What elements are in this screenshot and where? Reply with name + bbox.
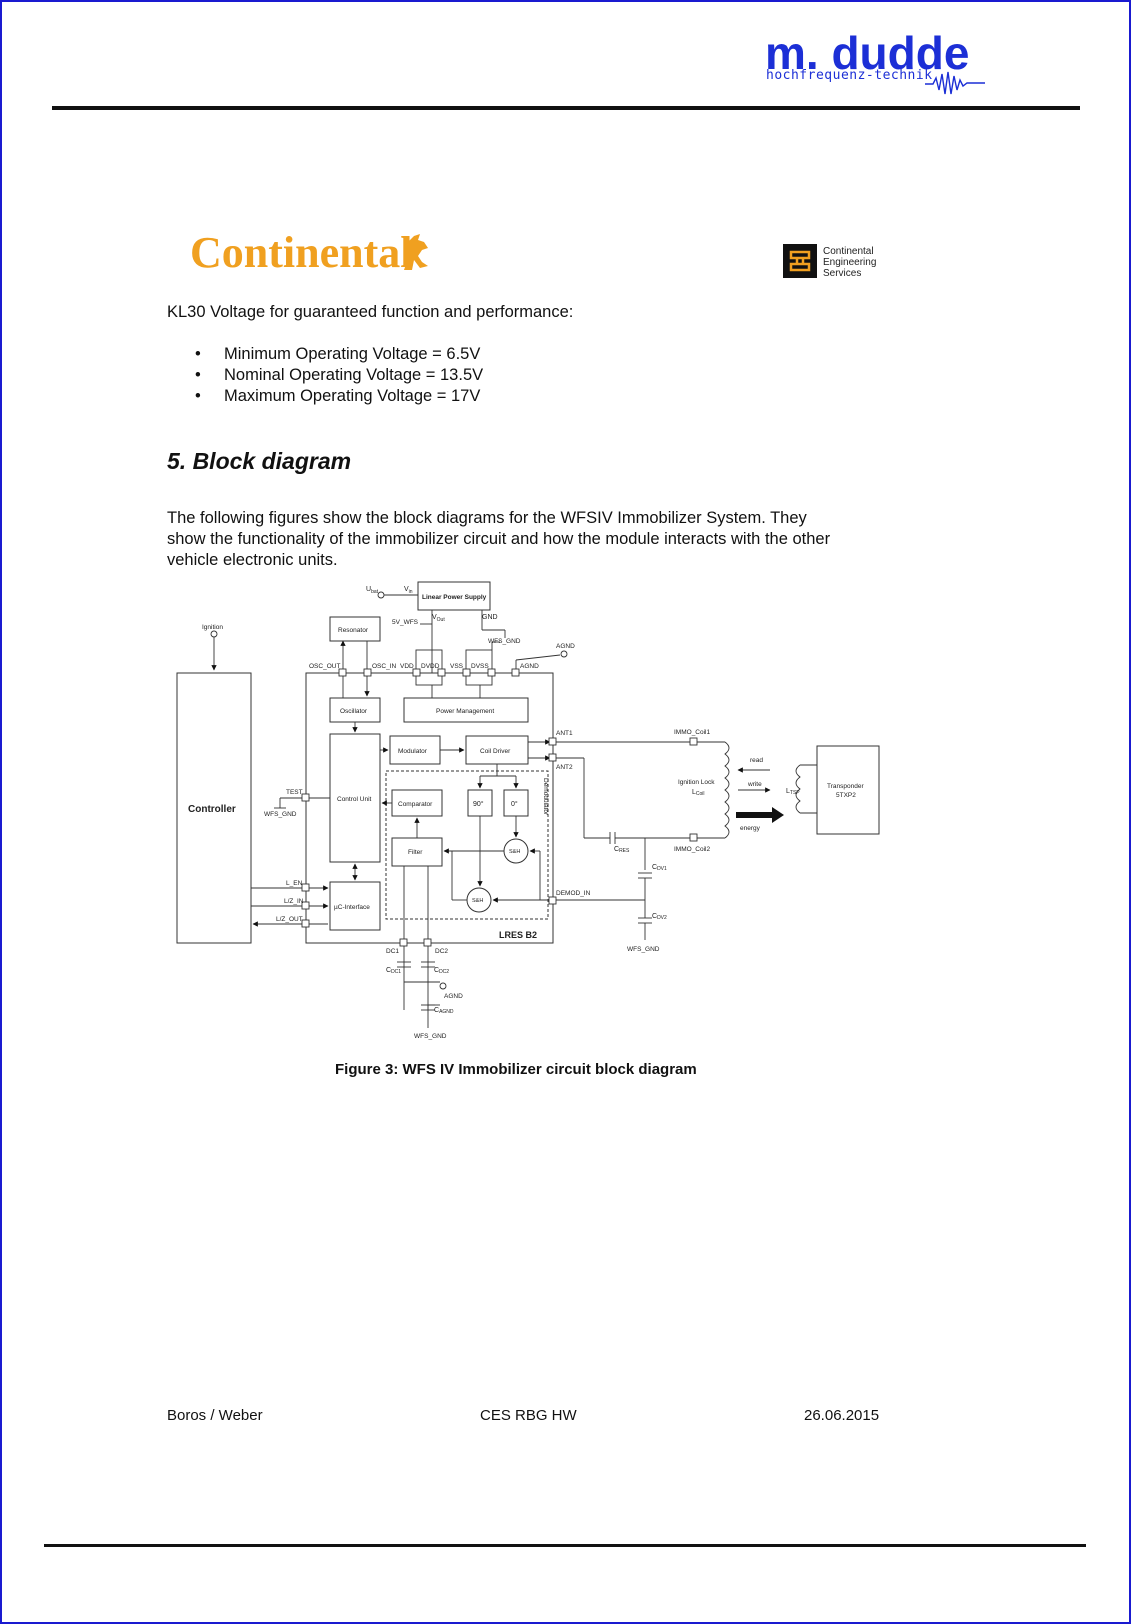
svg-text:CAGND: CAGND xyxy=(434,1007,454,1015)
ces-line-3: Services xyxy=(823,268,862,279)
svg-text:Oscillator: Oscillator xyxy=(340,708,368,715)
svg-text:90°: 90° xyxy=(473,800,484,808)
section-heading: 5. Block diagram xyxy=(167,448,352,474)
svg-text:DVDD: DVDD xyxy=(421,663,440,670)
svg-text:ANT2: ANT2 xyxy=(556,764,573,771)
svg-text:read: read xyxy=(750,757,763,764)
svg-text:CDC1: CDC1 xyxy=(386,967,401,975)
svg-text:energy: energy xyxy=(740,825,761,832)
section-paragraph: The following figures show the block dia… xyxy=(167,508,830,571)
svg-text:ANT1: ANT1 xyxy=(556,730,573,737)
svg-text:Demodulator: Demodulator xyxy=(542,778,549,816)
svg-text:LCoil: LCoil xyxy=(692,789,705,797)
demodulator-boundary xyxy=(385,770,549,920)
footer-date: 26.06.2015 xyxy=(804,1407,880,1424)
m-dudde-name: m. dudde xyxy=(765,27,970,79)
paragraph-line: The following figures show the block dia… xyxy=(167,509,807,527)
svg-text:Modulator: Modulator xyxy=(398,748,428,755)
linear-power-supply-box xyxy=(417,581,491,611)
paragraph-line: show the functionality of the immobilize… xyxy=(167,530,831,548)
svg-text:OSC_IN: OSC_IN xyxy=(372,663,397,670)
svg-text:Control Unit: Control Unit xyxy=(337,796,372,803)
m-dudde-logo: m. dudde hochfrequenz-technik xyxy=(765,28,995,100)
svg-text:DC1: DC1 xyxy=(386,948,399,955)
ces-logo: Continental Engineering Services xyxy=(783,244,893,280)
svg-text:AGND: AGND xyxy=(556,643,575,650)
ces-line-1: Continental xyxy=(823,246,874,257)
svg-text:Comparator: Comparator xyxy=(398,801,433,808)
svg-text:WFS_GND: WFS_GND xyxy=(627,946,660,953)
svg-text:TEST: TEST xyxy=(286,789,303,796)
svg-text:Ignition Lock: Ignition Lock xyxy=(678,779,715,786)
continental-logo: Continental xyxy=(190,226,440,286)
transponder-box xyxy=(816,745,880,835)
svg-text:5TXP2: 5TXP2 xyxy=(836,792,856,799)
uc-interface-box xyxy=(329,881,381,931)
list-item: •Nominal Operating Voltage = 13.5V xyxy=(195,366,484,384)
svg-text:L_EN: L_EN xyxy=(286,880,303,887)
svg-text:AGND: AGND xyxy=(444,993,463,1000)
svg-text:S&H: S&H xyxy=(472,898,483,904)
lps-label: Linear Power Supply xyxy=(422,594,487,601)
svg-text:VOut: VOut xyxy=(432,614,445,623)
svg-text:CDV2: CDV2 xyxy=(652,913,667,921)
footer-authors: Boros / Weber xyxy=(167,1407,263,1424)
energy-arrow xyxy=(736,807,784,823)
horse-icon xyxy=(404,234,428,270)
svg-text:DEMOD_IN: DEMOD_IN xyxy=(556,890,591,897)
svg-text:WFS_GND: WFS_GND xyxy=(414,1033,447,1040)
svg-text:IMMO_Coil2: IMMO_Coil2 xyxy=(674,846,711,853)
footer-department: CES RBG HW xyxy=(480,1407,577,1424)
svg-text:LTSP: LTSP xyxy=(786,788,800,796)
m-dudde-subtitle: hochfrequenz-technik xyxy=(766,68,933,83)
svg-text:DVSS: DVSS xyxy=(471,663,489,670)
ces-mark-icon xyxy=(783,244,817,278)
svg-text:0°: 0° xyxy=(511,800,518,808)
svg-text:OSC_OUT: OSC_OUT xyxy=(309,663,340,670)
controller-label: Controller xyxy=(188,804,236,815)
intro-text: KL30 Voltage for guaranteed function and… xyxy=(167,303,574,321)
continental-wordmark: Continental xyxy=(190,228,413,277)
svg-text:CRES: CRES xyxy=(614,846,630,854)
svg-text:IMMO_Coil1: IMMO_Coil1 xyxy=(674,729,711,736)
paragraph-line: vehicle electronic units. xyxy=(167,551,338,569)
svg-text:Ignition: Ignition xyxy=(202,624,223,631)
svg-text:Resonator: Resonator xyxy=(338,627,369,634)
list-item: •Maximum Operating Voltage = 17V xyxy=(195,387,481,405)
svg-text:AGND: AGND xyxy=(520,663,539,670)
ces-line-2: Engineering xyxy=(823,257,877,268)
svg-text:GND: GND xyxy=(482,614,498,621)
svg-text:CDV1: CDV1 xyxy=(652,864,667,872)
list-item: •Minimum Operating Voltage = 6.5V xyxy=(195,345,481,363)
svg-text:WFS_GND: WFS_GND xyxy=(264,811,297,818)
svg-text:Power Management: Power Management xyxy=(436,708,494,715)
svg-text:Coil Driver: Coil Driver xyxy=(480,748,511,755)
svg-text:5V_WFS: 5V_WFS xyxy=(392,619,419,626)
svg-text:write: write xyxy=(747,781,762,788)
header-rule xyxy=(52,106,1080,110)
svg-text:WFS_GND: WFS_GND xyxy=(488,638,521,645)
svg-text:L/Z_OUT: L/Z_OUT xyxy=(276,916,303,923)
power-management-box xyxy=(403,697,529,723)
voltage-list: •Minimum Operating Voltage = 6.5V •Nomin… xyxy=(195,344,483,407)
svg-text:µC-Interface: µC-Interface xyxy=(334,904,370,911)
svg-text:L/Z_IN: L/Z_IN xyxy=(284,898,304,905)
waveform-icon xyxy=(925,71,985,95)
svg-text:S&H: S&H xyxy=(509,849,520,855)
svg-text:Filter: Filter xyxy=(408,849,423,856)
figure-caption: Figure 3: WFS IV Immobilizer circuit blo… xyxy=(335,1061,697,1078)
svg-text:VSS: VSS xyxy=(450,663,464,670)
svg-text:Ubat: Ubat xyxy=(366,586,379,595)
footer-rule xyxy=(44,1544,1086,1547)
svg-text:CDC2: CDC2 xyxy=(434,967,449,975)
svg-text:VDD: VDD xyxy=(400,663,414,670)
svg-text:Transponder: Transponder xyxy=(827,783,864,790)
svg-text:DC2: DC2 xyxy=(435,948,448,955)
svg-text:LRES B2: LRES B2 xyxy=(499,930,537,940)
controller-box xyxy=(176,672,252,944)
resonator-box xyxy=(329,616,381,642)
svg-text:Vin: Vin xyxy=(404,586,413,595)
